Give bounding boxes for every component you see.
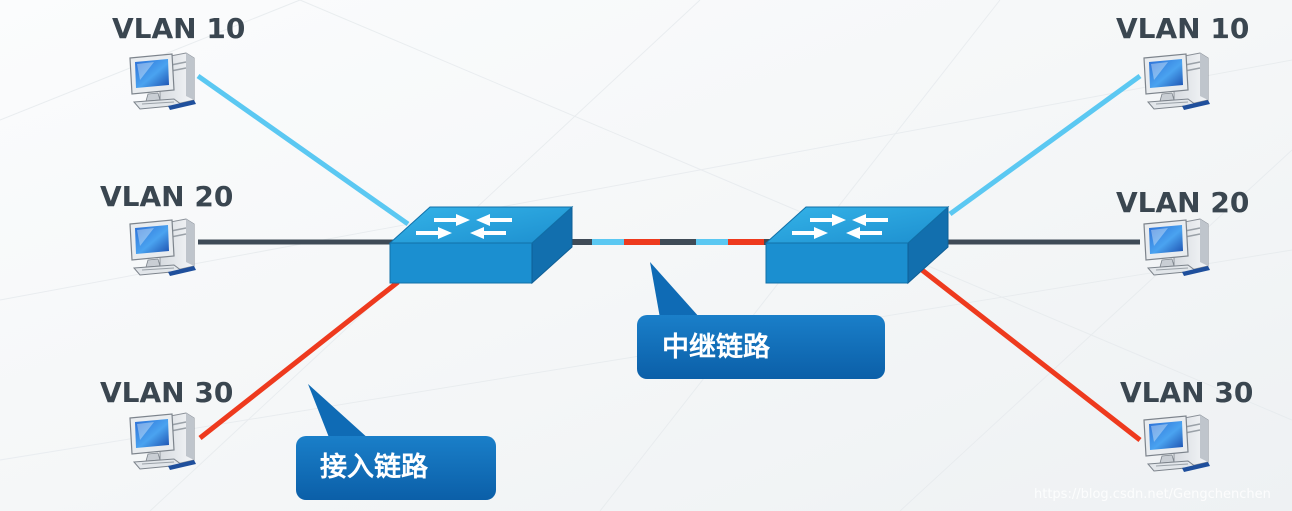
vlan-label-right-20: VLAN 20	[1116, 186, 1249, 219]
vlan-label-right-30: VLAN 30	[1120, 376, 1253, 409]
vlan-label-right-10: VLAN 10	[1116, 12, 1249, 45]
callout-trunk-link-label: 中继链路	[662, 331, 771, 363]
callout-access-link: 接入链路	[296, 384, 496, 500]
desktop-computer-icon	[1143, 52, 1211, 111]
watermark-text: https://blog.csdn.net/Gengchenchen	[1034, 487, 1271, 502]
desktop-computer-icon	[1143, 218, 1211, 277]
vlan-label-left-10: VLAN 10	[112, 12, 245, 45]
access-link-vlan10-left	[196, 73, 410, 227]
callout-trunk-link: 中继链路	[637, 262, 885, 379]
vlan-label-left-30: VLAN 30	[100, 376, 233, 409]
desktop-computer-icon	[129, 412, 197, 471]
access-link-vlan30-left	[198, 280, 400, 440]
access-link-vlan10-right	[948, 73, 1142, 217]
desktop-computer-icon	[129, 218, 197, 277]
desktop-computer-icon	[129, 52, 197, 111]
access-link-vlan30-right	[920, 268, 1142, 442]
vlan-label-left-20: VLAN 20	[100, 180, 233, 213]
switch-icon-right	[765, 206, 949, 284]
desktop-computer-icon	[1143, 414, 1211, 473]
callout-access-link-label: 接入链路	[320, 451, 429, 483]
switch-icon-left	[389, 206, 573, 284]
